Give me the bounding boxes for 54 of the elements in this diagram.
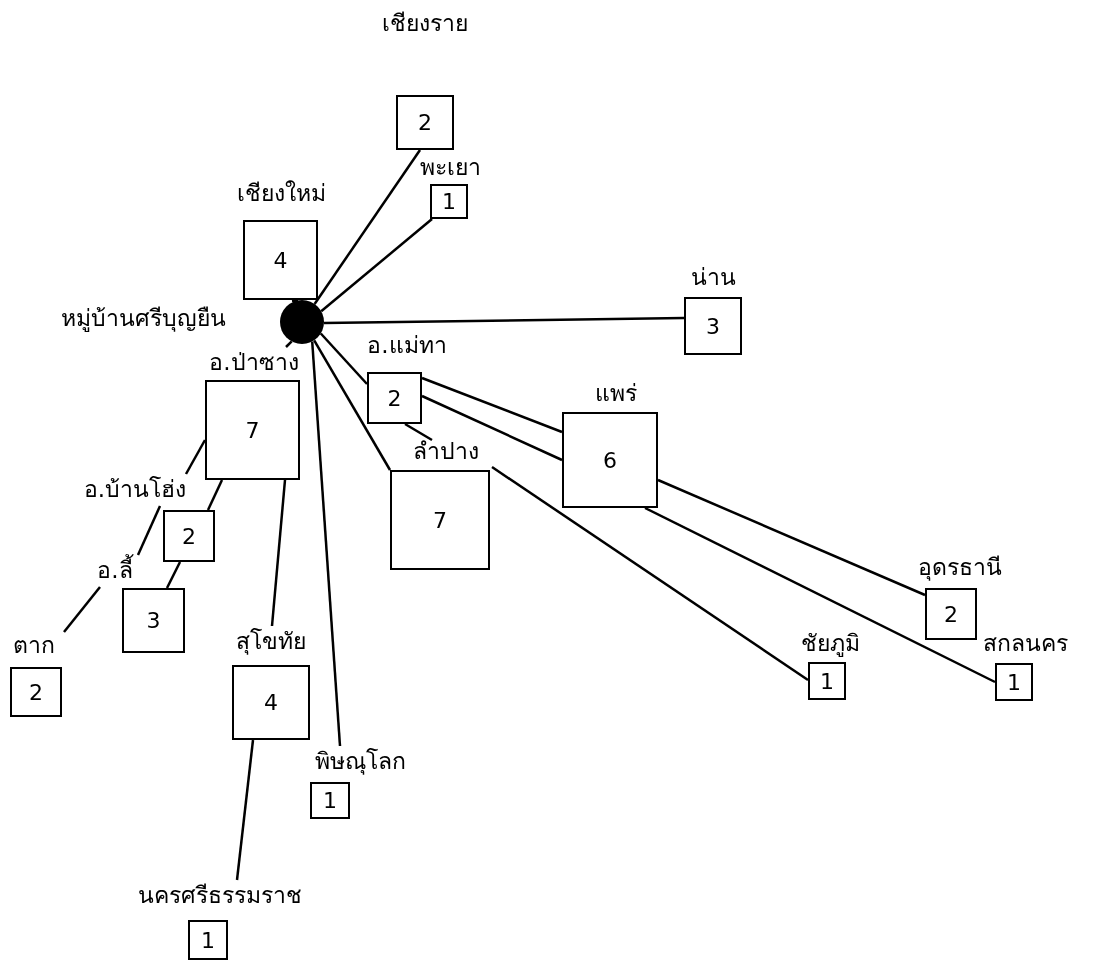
place-label: อ.บ้านโฮ่ง	[82, 475, 188, 504]
connector-line	[324, 316, 684, 325]
connector-line	[491, 465, 809, 682]
connector-line	[657, 478, 926, 597]
connector-line	[644, 506, 996, 684]
count-box: 2	[163, 510, 215, 562]
connector-line	[319, 332, 368, 385]
count-box: 1	[995, 663, 1033, 701]
count-box: 1	[188, 920, 228, 960]
connector-line	[313, 149, 422, 305]
connector-line	[270, 479, 287, 627]
connector-line	[136, 505, 162, 556]
place-label: เชียงราย	[381, 9, 469, 38]
count-box: 2	[10, 667, 62, 717]
place-label: ลำปาง	[412, 437, 480, 466]
count-box: 2	[925, 588, 977, 640]
count-box: 4	[232, 665, 310, 740]
connector-line	[165, 561, 182, 589]
place-label: หมู่บ้านศรีบุญยืน	[59, 304, 227, 333]
connector-line	[184, 439, 207, 475]
count-box: 6	[562, 412, 658, 508]
count-box: 3	[684, 297, 742, 355]
connector-line	[421, 394, 563, 462]
place-label: ชัยภูมิ	[799, 629, 861, 658]
count-box: 3	[122, 588, 185, 653]
place-label: อ.ลี้	[84, 555, 146, 585]
place-label: แพร่	[594, 379, 638, 408]
count-box: 2	[396, 95, 454, 150]
count-box: 4	[243, 220, 318, 300]
count-box: 1	[808, 662, 846, 700]
connector-line	[320, 218, 433, 313]
place-label: อ.ป่าซาง	[208, 348, 300, 377]
connector-line	[421, 376, 563, 434]
connector-line	[313, 339, 392, 471]
count-box: 2	[367, 372, 422, 424]
count-box: 1	[310, 782, 350, 819]
place-label: พิษณุโลก	[313, 747, 407, 776]
count-box: 7	[205, 380, 300, 480]
connector-line	[63, 586, 101, 633]
place-label: อ.แม่ทา	[366, 331, 448, 360]
place-label: นครศรีธรรมราช	[137, 881, 303, 910]
count-box: 7	[390, 470, 490, 570]
place-label: ตาก	[12, 631, 56, 660]
place-label: สกลนคร	[981, 629, 1069, 658]
place-label: พะเยา	[418, 153, 482, 182]
place-label: น่าน	[689, 263, 737, 292]
connector-line	[404, 422, 433, 442]
count-box: 1	[430, 184, 468, 219]
connector-line	[206, 479, 224, 511]
connector-line	[235, 739, 255, 881]
place-label: เชียงใหม่	[235, 179, 327, 208]
place-label: สุโขทัย	[235, 627, 307, 656]
connector-line	[310, 341, 342, 747]
place-label: อุดรธานี	[917, 553, 1003, 582]
